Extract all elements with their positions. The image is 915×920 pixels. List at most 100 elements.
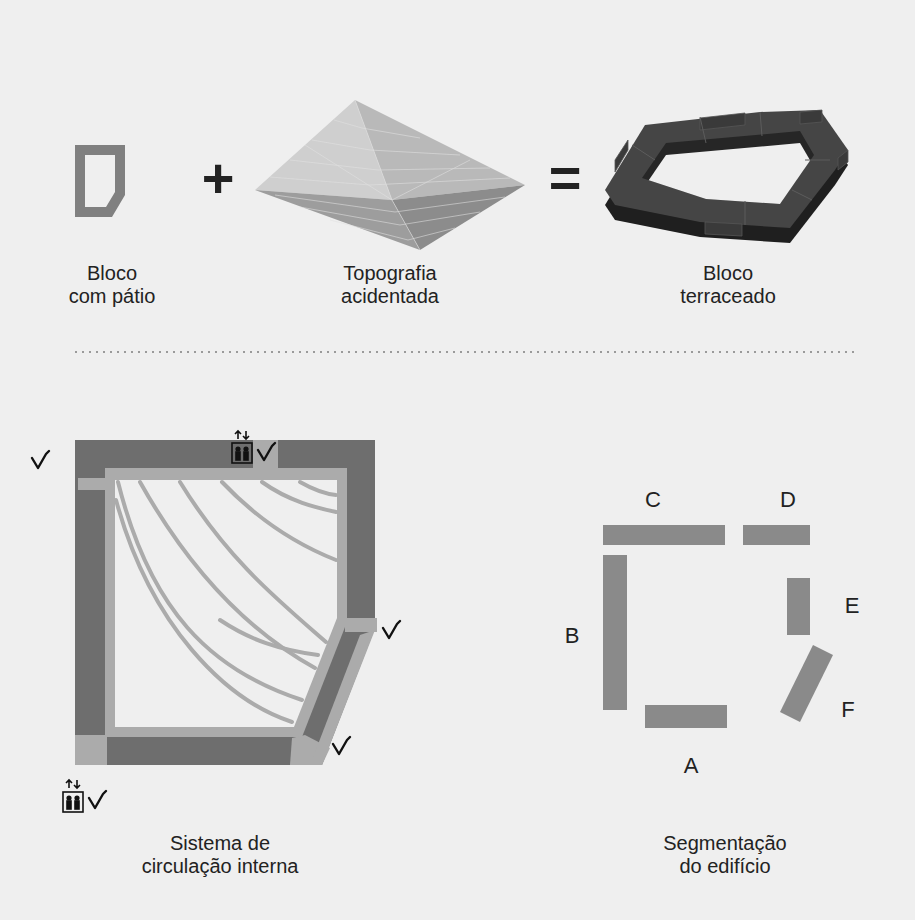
segment-bar: [603, 525, 725, 545]
topography-mesh: [334, 120, 420, 138]
topography-mesh: [330, 220, 455, 240]
operator-symbol: =: [535, 150, 595, 206]
segment-bar: [645, 705, 727, 728]
circulation-plan: [78, 478, 106, 490]
circulation-plan: [140, 482, 315, 668]
stair-icon: [32, 451, 49, 468]
stair-icon: [383, 621, 400, 638]
stair-icon: [32, 443, 400, 808]
circulation-plan: [180, 482, 326, 642]
building-segment: C: [603, 525, 725, 545]
segment-letter: A: [684, 755, 699, 777]
segment-bar: [778, 643, 836, 723]
terraced-block: [705, 222, 742, 236]
topography-mesh: [270, 177, 510, 185]
segment-letter: D: [780, 489, 796, 511]
circulation-plan: [262, 482, 336, 512]
circulation-plan: [75, 440, 377, 765]
topography-mesh: [270, 100, 510, 250]
elevator-icon: [63, 780, 83, 812]
figure-caption: Bloco terraceado: [671, 262, 786, 308]
figure-caption: Sistema de circulação interna: [135, 832, 305, 878]
segment-bar: [645, 705, 727, 728]
topography-mesh: [392, 185, 525, 250]
segment-bar: [603, 555, 627, 710]
elevator-icon: [243, 431, 249, 439]
elevator-icon: [75, 796, 79, 800]
elevator-icon: [232, 443, 252, 463]
terraced-block: [745, 201, 746, 225]
building-segment: D: [743, 525, 810, 545]
terraced-block: [632, 112, 830, 225]
circulation-plan: [75, 440, 375, 765]
elevator-icon: [244, 447, 248, 451]
building-segment: A: [645, 705, 727, 728]
circulation-plan: [253, 440, 278, 470]
terraced-block: [805, 160, 830, 161]
terraced-block: [615, 140, 628, 172]
segment-bar: [787, 578, 810, 635]
terraced-block: [642, 143, 814, 216]
circulation-plan: [312, 630, 375, 765]
terraced-block: [615, 110, 848, 236]
elevator-icon: [235, 431, 241, 439]
elevator-icon: [66, 780, 72, 788]
terraced-block: [632, 145, 655, 160]
stair-icon: [89, 791, 106, 808]
terraced-block: [605, 110, 848, 243]
segment-bar: [603, 555, 627, 710]
segment-bar: [780, 645, 833, 722]
circulation-plan: [75, 735, 107, 765]
elevator-icon: [67, 801, 71, 809]
circulation-plan: [115, 480, 337, 727]
elevator-icon: [236, 452, 240, 460]
topography-mesh: [312, 140, 460, 155]
building-segment: B: [603, 555, 627, 710]
circulation-plan: [345, 618, 377, 632]
figure-caption: Topografia acidentada: [325, 262, 455, 308]
circulation-plan: [105, 468, 347, 737]
segment-bar: [743, 525, 810, 545]
terraced-block: [700, 113, 745, 130]
circulation-plan: [222, 482, 336, 560]
circulation-plan: [116, 500, 292, 722]
elevator-icon: [75, 801, 79, 809]
courtyard-block: [75, 145, 125, 217]
circulation-plan: [116, 482, 336, 722]
topography-mesh: [355, 100, 525, 200]
elevator-icon: [74, 780, 80, 788]
topography-mesh: [275, 195, 505, 212]
segment-bar: [603, 525, 725, 545]
elevator-icon: [63, 792, 83, 812]
operator-symbol: +: [188, 150, 248, 206]
terraced-block: [792, 190, 812, 200]
elevator-icon: [244, 452, 248, 460]
topography-mesh: [355, 100, 420, 250]
topography-mesh: [300, 207, 480, 225]
terraced-block: [760, 112, 762, 136]
stair-icon: [258, 443, 275, 460]
stair-icon: [333, 737, 350, 754]
building-segment: F: [778, 643, 836, 723]
terraced-block: [838, 150, 848, 170]
terraced-block: [605, 110, 848, 228]
figure-caption: Bloco com pátio: [67, 262, 157, 308]
circulation-plan: [300, 482, 336, 495]
segment-letter: B: [565, 625, 580, 647]
terraced-block: [700, 117, 706, 143]
circulation-plan: [75, 440, 377, 765]
segment-letter: E: [845, 595, 860, 617]
segment-bar: [743, 525, 810, 545]
segment-letter: F: [841, 699, 854, 721]
circulation-plan: [220, 620, 318, 655]
building-segment: E: [787, 578, 810, 635]
segment-bar: [787, 578, 810, 635]
elevator-icon: [232, 431, 252, 463]
topography-mesh: [255, 100, 525, 250]
segment-letter: C: [645, 489, 661, 511]
elevator-icon: [67, 796, 71, 800]
elevator-icon: [236, 447, 240, 451]
dotted-separator: [75, 351, 855, 353]
terraced-block: [800, 110, 822, 124]
